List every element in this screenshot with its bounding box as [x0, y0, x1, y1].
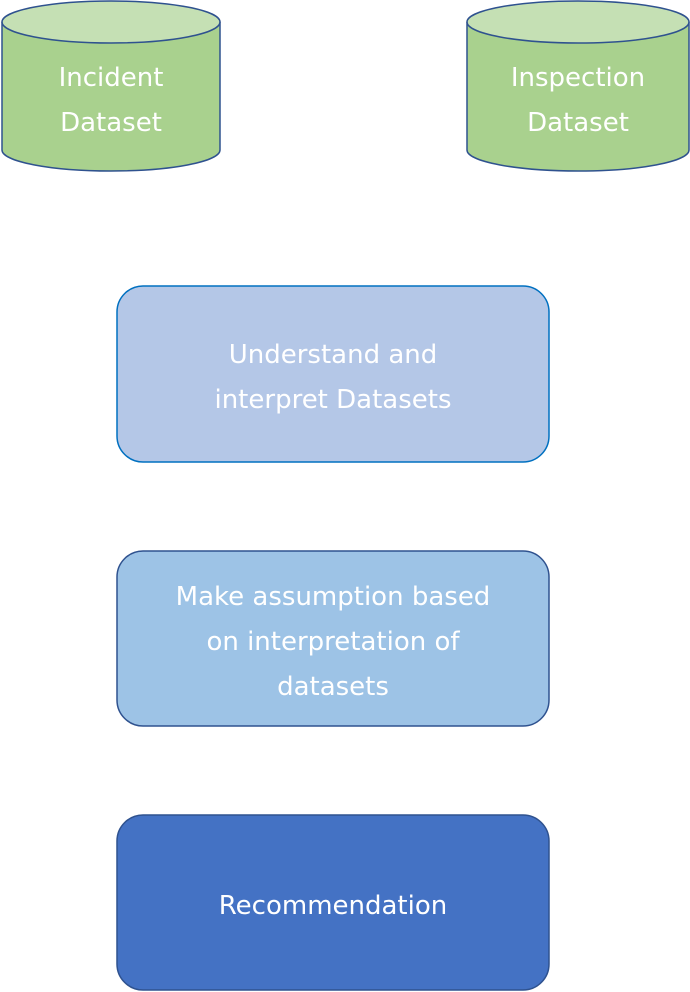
recommendation-node: Recommendation [116, 814, 550, 991]
incident-dataset-label-line-1: Incident [59, 63, 164, 93]
understand-datasets-node: Understand and interpret Datasets [116, 285, 550, 463]
make-assumption-label-line-3: datasets [277, 672, 389, 702]
incident-dataset-label-line-2: Dataset [60, 108, 162, 138]
recommendation-label: Recommendation [219, 891, 447, 921]
make-assumption-label-line-2: on interpretation of [206, 627, 460, 657]
inspection-dataset-node: Inspection Dataset [466, 0, 690, 172]
incident-dataset-top [1, 0, 221, 44]
incident-dataset-body [1, 22, 221, 172]
inspection-dataset-body [466, 22, 690, 172]
inspection-dataset-label-line-2: Dataset [527, 108, 629, 138]
recommendation-box [116, 814, 550, 991]
understand-datasets-label-line-2: interpret Datasets [214, 385, 451, 415]
inspection-dataset-label-line-1: Inspection [511, 63, 645, 93]
inspection-dataset-top [466, 0, 690, 44]
make-assumption-node: Make assumption based on interpretation … [116, 550, 550, 727]
make-assumption-label-line-1: Make assumption based [176, 582, 491, 612]
incident-dataset-node: Incident Dataset [1, 0, 221, 172]
understand-datasets-label-line-1: Understand and [229, 340, 438, 370]
understand-datasets-box [116, 285, 550, 463]
make-assumption-box [116, 550, 550, 727]
